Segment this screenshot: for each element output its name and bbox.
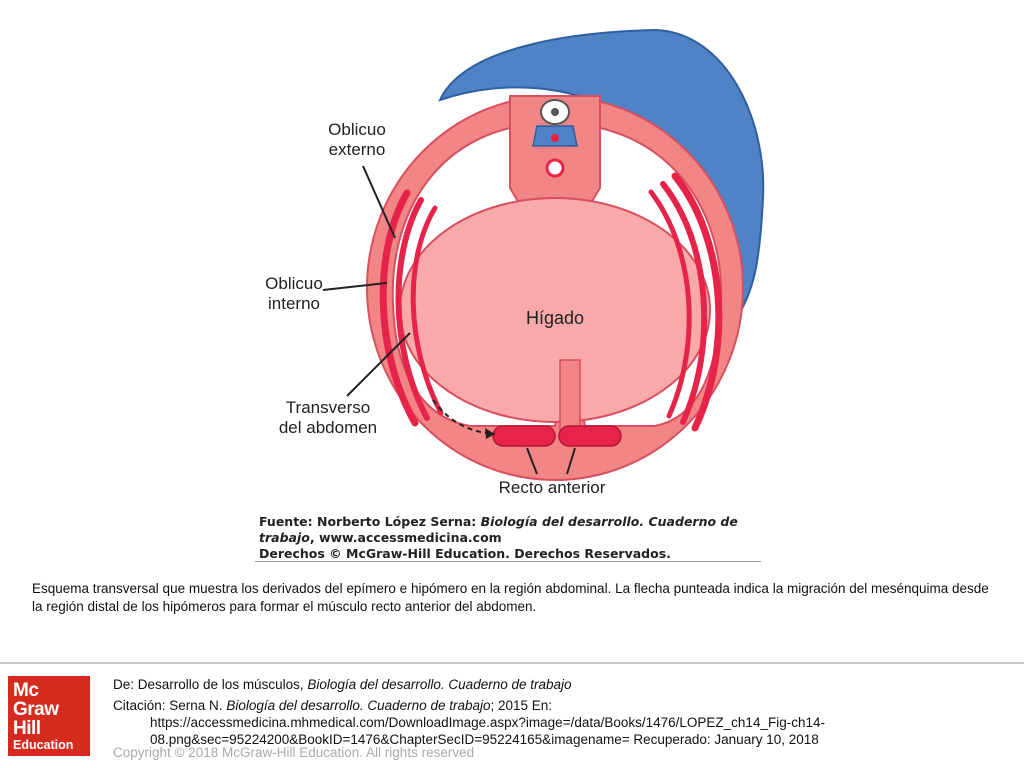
abdominal-cross-section-figure: Oblicuo externo Oblicuo interno Transver…: [255, 28, 765, 564]
leader-recto-left: [526, 447, 538, 475]
figure-caption: Esquema transversal que muestra los deri…: [32, 581, 989, 614]
right-external-oblique: [671, 172, 723, 432]
leader-oblicuo-externo: [362, 165, 396, 239]
left-external-oblique: [379, 189, 419, 427]
copyright-notice: Copyright © 2018 McGraw-Hill Education. …: [113, 745, 475, 760]
mcgraw-hill-logo: Mc Graw Hill Education: [8, 676, 90, 756]
rectus-right: [558, 425, 622, 447]
label-oblicuo-interno: Oblicuo interno: [265, 274, 323, 313]
aorta: [545, 158, 565, 178]
figure-source: Fuente: Norberto López Serna: Biología d…: [259, 514, 738, 561]
right-internal-oblique: [660, 181, 708, 425]
leader-transverso: [346, 332, 411, 397]
label-recto-anterior: Recto anterior: [498, 478, 606, 497]
rectus-left: [492, 425, 556, 447]
notochord: [551, 134, 559, 142]
citation-url-line2[interactable]: 08.png&sec=95224200&BookID=1476&ChapterS…: [150, 732, 819, 747]
label-higado: Hígado: [525, 308, 585, 328]
leader-oblicuo-interno: [322, 282, 388, 291]
left-internal-oblique: [395, 197, 430, 421]
left-transversus: [410, 205, 444, 416]
leader-recto-right: [566, 447, 576, 475]
footer-divider: [0, 662, 1024, 664]
ventral-mesentery: [559, 359, 581, 437]
arrow-head: [485, 428, 495, 439]
source-from: De: Desarrollo de los músculos, Biología…: [113, 677, 572, 692]
source-divider: [255, 561, 761, 562]
citation: Citación: Serna N. Biología del desarrol…: [113, 698, 553, 713]
label-oblicuo-externo: Oblicuo externo: [328, 120, 386, 159]
neural-canal: [551, 108, 559, 116]
right-transversus: [648, 189, 692, 419]
cross-section-diagram: [322, 28, 765, 481]
label-transverso: Transverso del abdomen: [278, 398, 378, 437]
citation-url-line1[interactable]: https://accessmedicina.mhmedical.com/Dow…: [150, 715, 825, 730]
